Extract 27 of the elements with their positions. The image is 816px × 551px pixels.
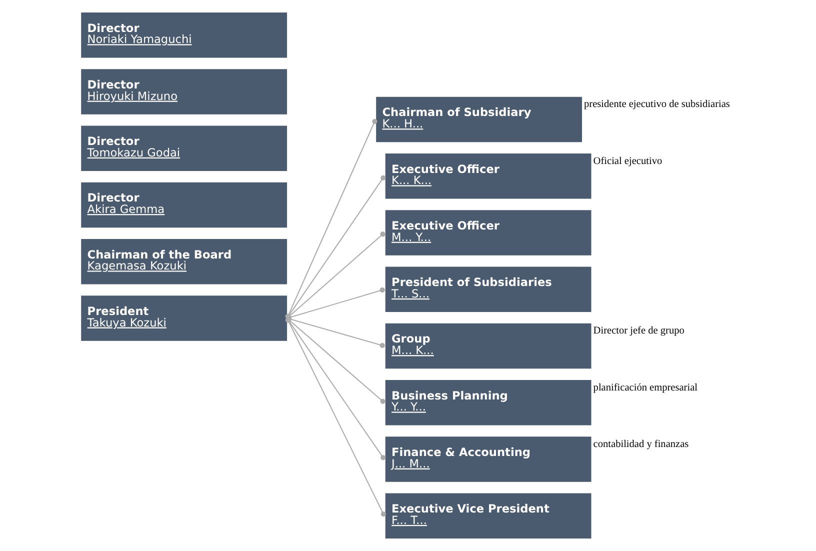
connector [285,118,378,319]
node-label: Director jefe de grupo [593,326,684,337]
node-box: Chairman of the Board Kagemasa Kozuki [81,238,288,284]
connector [286,317,386,460]
node-box: Director Tomokazu Godai [81,126,288,171]
connector [285,318,386,517]
node-box: Director Hiroyuki Mizuno [81,69,288,114]
node-box: Business Planning Y... Y... [385,380,592,426]
node-label: Oficial ejecutivo [593,156,662,167]
connector [286,175,386,320]
connector [286,317,386,404]
node-label: presidente ejecutivo de subsidiarias [584,99,730,110]
node-box: Chairman of Subsidiary K... H... [376,96,582,142]
node-box: President of Subsidiaries T... S... [385,266,592,312]
node-box: Executive Officer M... Y... [385,210,592,256]
node-box: Executive Vice President F... T... [385,493,592,539]
connector [286,316,385,348]
node-box: Director Akira Gemma [81,182,288,228]
connector [286,287,385,320]
node-label: contabilidad y finanzas [593,438,689,450]
node-box: Director Noriaki Yamaguchi [81,12,288,58]
node-box: Finance & Accounting J... M... [385,436,592,482]
node-box: President Takuya Kozuki [81,296,288,341]
node-box: Group M... K... [385,323,592,369]
node-box: Executive Officer K... K... [385,154,592,199]
connector [286,232,386,320]
node-label: planificación empresarial [593,382,698,394]
